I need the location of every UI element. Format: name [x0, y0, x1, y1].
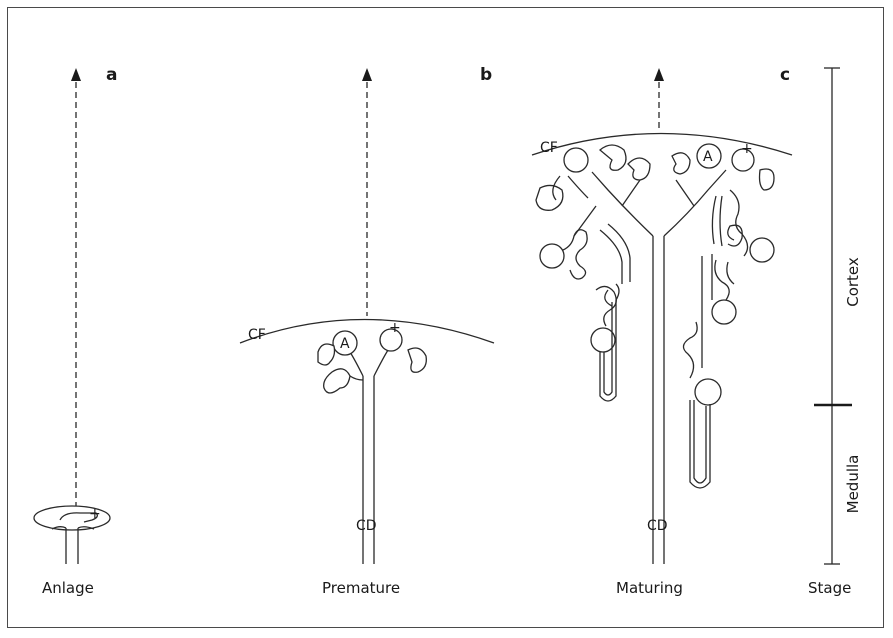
panel-c-body-top-2 — [628, 158, 650, 180]
panel-c-right-convoluted-2 — [715, 260, 734, 300]
panel-c-right-long-loop — [690, 400, 710, 488]
panel-a-marker: + — [89, 506, 101, 522]
panel-c-body-top-3 — [672, 153, 690, 174]
panel-b-capsule-fold-arc — [240, 320, 494, 344]
panel-c-glomerulus-right-3 — [695, 379, 721, 405]
panel-c-body-left-1 — [536, 185, 563, 210]
panel-c-glomerulus-right-2 — [712, 300, 736, 324]
panel-b-connector — [350, 376, 363, 380]
panel-c: c CF A + — [532, 65, 792, 597]
panel-c-arrowhead — [654, 68, 664, 81]
panel-a-stalk — [52, 527, 94, 564]
panel-c-capsule-fold-label: CF — [540, 140, 558, 156]
stage-axis-label: Stage — [808, 579, 851, 597]
panel-c-right-convoluted-1 — [728, 225, 743, 246]
panel-c-inner-branches — [622, 180, 694, 206]
panel-a-stage-label: Anlage — [42, 579, 94, 597]
panel-b-capsule-fold-label: CF — [248, 327, 266, 343]
panel-c-right-descending — [702, 254, 712, 368]
panel-a-letter: a — [106, 65, 117, 85]
panel-a: a + Anlage — [34, 65, 117, 597]
panel-c-left-convoluted-1 — [563, 230, 587, 279]
panel-c-collecting-duct — [653, 236, 664, 564]
panel-b-letter: b — [480, 65, 492, 85]
panel-c-ampulla-label: A — [703, 149, 713, 165]
panel-b-ampulla-label: A — [340, 336, 350, 352]
panel-c-left-tubule-2 — [600, 224, 630, 284]
panel-b: b CF A + CD Premature — [240, 65, 494, 597]
cortex-label: Cortex — [844, 257, 862, 307]
panel-c-duct-label: CD — [647, 518, 668, 534]
panel-c-left-convoluted-2 — [596, 286, 616, 326]
panel-c-right-convoluted-3 — [683, 322, 697, 378]
panel-c-marker: + — [741, 141, 753, 157]
panel-c-body-top-1 — [600, 145, 626, 170]
panel-b-s-body-left — [324, 369, 350, 393]
panel-b-marker: + — [389, 320, 401, 336]
panel-c-glomerulus-right-1 — [750, 238, 774, 262]
panel-c-ampulla-left — [564, 148, 588, 172]
panel-b-collecting-duct — [363, 376, 374, 564]
panel-a-arrowhead — [71, 68, 81, 81]
panel-b-branches — [350, 350, 388, 376]
panel-b-stage-label: Premature — [322, 579, 400, 597]
panel-c-main-branches — [592, 170, 726, 236]
panel-c-right-tubule-2 — [712, 196, 722, 246]
panel-b-duct-label: CD — [356, 518, 377, 534]
panel-c-glomerulus-left-1 — [540, 244, 564, 268]
panel-b-arrowhead — [362, 68, 372, 81]
panel-b-comma-body-right — [408, 348, 426, 372]
panel-c-body-top-4 — [760, 169, 775, 190]
panel-b-comma-body-left — [318, 344, 335, 365]
panel-c-stage-label: Maturing — [616, 579, 683, 597]
panel-c-letter: c — [780, 65, 790, 85]
zone-scale: Cortex Medulla Stage — [808, 68, 862, 597]
medulla-label: Medulla — [844, 455, 862, 514]
